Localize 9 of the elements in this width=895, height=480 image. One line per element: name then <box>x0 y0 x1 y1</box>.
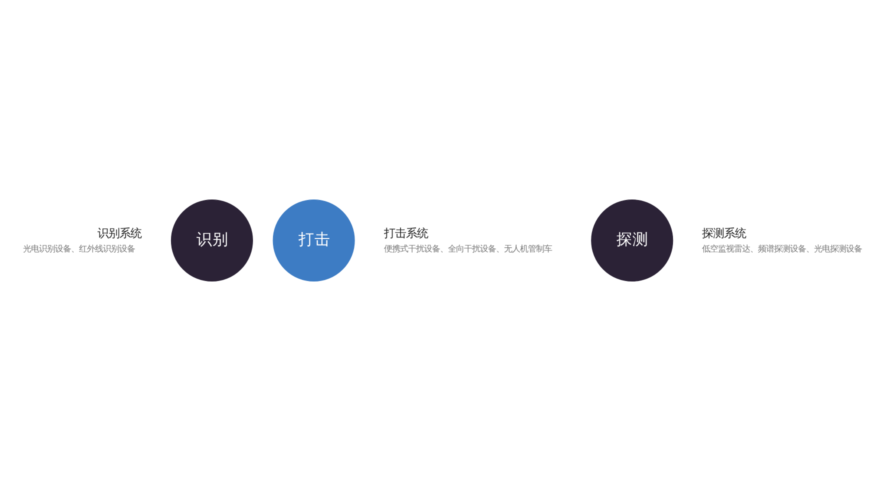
node-label: 低空监视雷达、频谱探测设备、光电探测设备 <box>702 243 862 254</box>
node-label: 便携式干扰设备、全向干扰设备、无人机管制车 <box>384 243 552 254</box>
node-label: 光电识别设备、红外线识别设备 <box>23 243 136 254</box>
node-circle: 打击 <box>272 198 355 282</box>
node-circle: 识别 <box>170 198 253 282</box>
node-label: 探测系统 <box>702 226 746 240</box>
node-circle: 探测 <box>591 198 674 282</box>
node-label: 打击系统 <box>384 226 428 240</box>
node-label: 识别系统 <box>97 226 142 240</box>
